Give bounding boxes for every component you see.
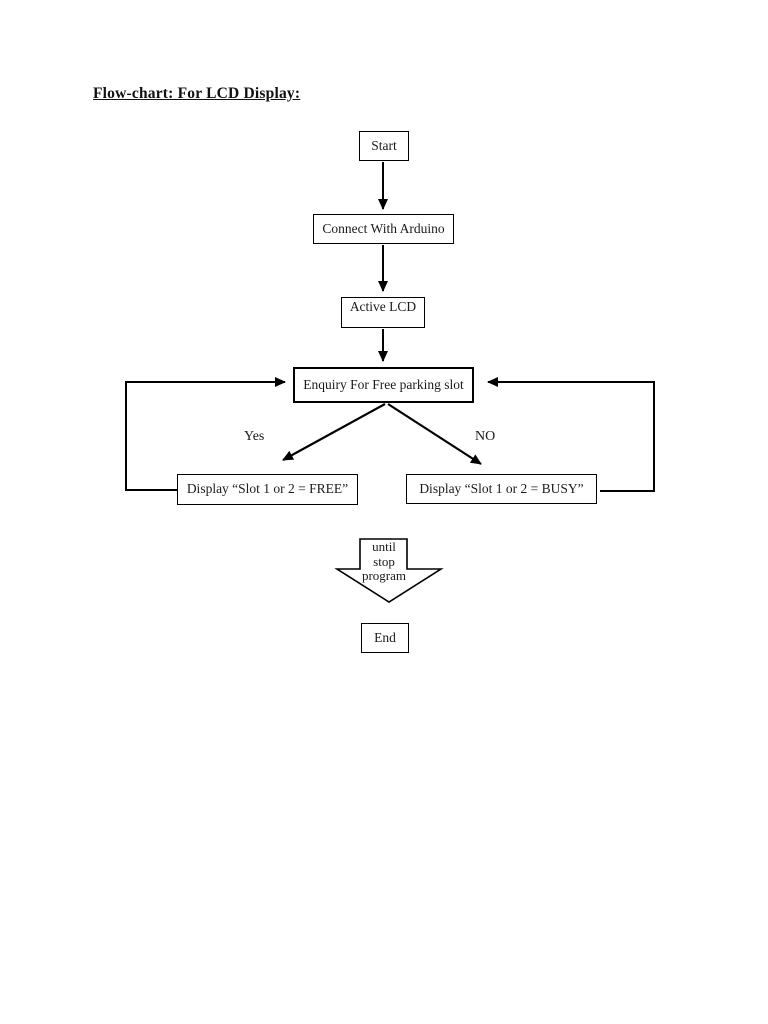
flow-node-connect-label: Connect With Arduino xyxy=(322,220,445,236)
flow-node-active-lcd: Active LCD xyxy=(341,297,425,328)
arrow-enquiry-to-busy xyxy=(387,403,482,465)
until-stop-big-arrow xyxy=(334,538,444,603)
loop-free-to-enquiry xyxy=(125,377,286,491)
branch-label-yes: Yes xyxy=(244,429,265,444)
page-title: Flow-chart: For LCD Display: xyxy=(93,85,301,102)
loop-busy-to-enquiry xyxy=(487,377,655,492)
until-text-line2: stop xyxy=(373,553,395,569)
flow-node-display-busy-label: Display “Slot 1 or 2 = BUSY” xyxy=(419,480,584,496)
until-stop-program-text: until stop program xyxy=(347,539,421,584)
flow-node-start-label: Start xyxy=(371,137,397,153)
flow-node-end: End xyxy=(361,623,409,653)
arrow-enquiry-to-free xyxy=(282,403,386,461)
until-text-line1: until xyxy=(372,539,396,554)
until-text-line3: program xyxy=(361,568,407,583)
flow-node-start: Start xyxy=(359,131,409,161)
flow-node-display-free-label: Display “Slot 1 or 2 = FREE” xyxy=(186,481,349,497)
flow-node-display-busy: Display “Slot 1 or 2 = BUSY” xyxy=(406,474,597,504)
flow-node-connect-with-arduino: Connect With Arduino xyxy=(313,214,454,244)
flow-node-enquiry-label: Enquiry For Free parking slot xyxy=(303,376,464,392)
flow-node-end-label: End xyxy=(374,629,396,645)
branch-label-no: NO xyxy=(475,429,496,444)
flow-node-enquiry-free-parking-slot: Enquiry For Free parking slot xyxy=(293,367,474,403)
flow-node-active-lcd-label: Active LCD xyxy=(349,299,417,314)
flow-node-display-free: Display “Slot 1 or 2 = FREE” xyxy=(177,474,358,505)
